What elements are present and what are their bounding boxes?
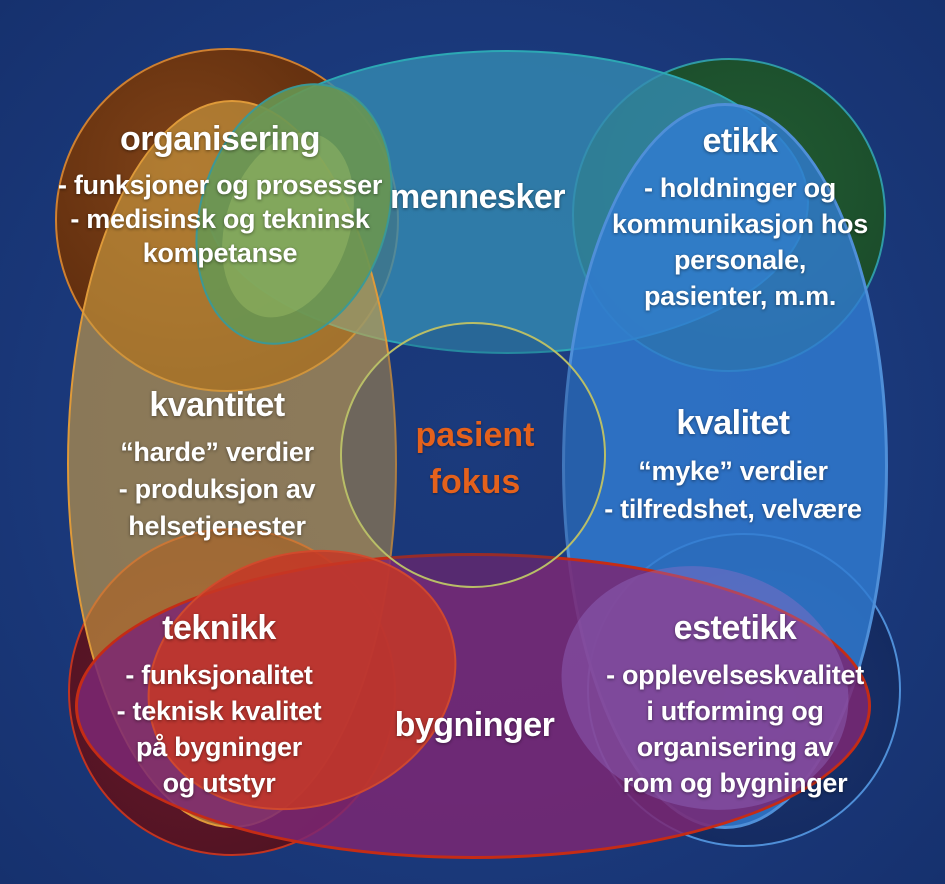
pasient-fokus-line1: pasient (415, 416, 535, 454)
etikk-line: kommunikasjon hos (612, 209, 868, 239)
teknikk-title: teknikk (162, 609, 276, 647)
organisering-line: kompetanse (142, 238, 298, 268)
kvantitet-label: kvantitet “harde” verdier - produksjon a… (67, 388, 367, 545)
organisering-label: organisering - funksjoner og prosesser -… (40, 122, 400, 270)
kvantitet-title: kvantitet (149, 386, 285, 424)
etikk-label: etikk - holdninger og kommunikasjon hos … (590, 124, 890, 314)
bygninger-title: bygninger (394, 706, 555, 744)
etikk-line: - holdninger og (644, 173, 836, 203)
kvalitet-line: - tilfredshet, velvære (604, 494, 862, 524)
kvantitet-line: helsetjenester (128, 511, 306, 541)
estetikk-line: organisering av (636, 732, 834, 762)
etikk-line: pasienter, m.m. (643, 281, 837, 311)
etikk-title: etikk (702, 122, 779, 160)
teknikk-line: - funksjonalitet (125, 660, 313, 690)
pasient-fokus-ring (340, 322, 606, 588)
estetikk-title: estetikk (673, 609, 797, 647)
teknikk-line: og utstyr (162, 768, 276, 798)
kvantitet-line: “harde” verdier (120, 437, 314, 467)
pasient-fokus-line2: fokus (429, 463, 521, 501)
organisering-line: - funksjoner og prosesser (57, 170, 383, 200)
bygninger-label: bygninger (372, 708, 577, 754)
etikk-line: personale, (673, 245, 807, 275)
kvalitet-title: kvalitet (676, 404, 790, 442)
mennesker-title: mennesker (389, 178, 566, 216)
estetikk-line: i utforming og (646, 696, 824, 726)
organisering-title: organisering (120, 120, 320, 158)
teknikk-label: teknikk - funksjonalitet - teknisk kvali… (69, 611, 369, 801)
organisering-line: - medisinsk og tekninsk (70, 204, 370, 234)
estetikk-line: - opplevelseskvalitet (606, 660, 864, 690)
kvantitet-line: - produksjon av (118, 474, 316, 504)
kvalitet-label: kvalitet “myke” verdier - tilfredshet, v… (583, 406, 883, 528)
estetikk-line: rom og bygninger (622, 768, 848, 798)
mennesker-label: mennesker (375, 180, 580, 226)
teknikk-line: på bygninger (136, 732, 302, 762)
kvalitet-line: “myke” verdier (638, 456, 828, 486)
pasient-fokus-label: pasient fokus (375, 412, 575, 506)
estetikk-label: estetikk - opplevelseskvalitet i utformi… (575, 611, 895, 801)
teknikk-line: - teknisk kvalitet (116, 696, 322, 726)
